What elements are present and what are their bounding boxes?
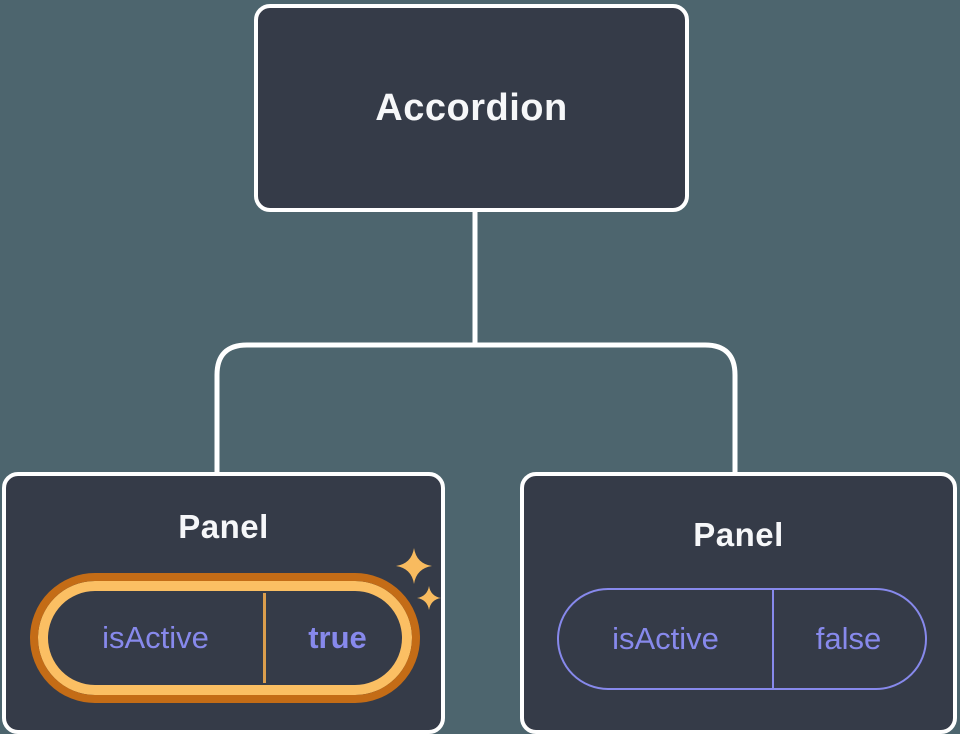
accordion-label: Accordion [375,86,568,129]
panel-label: Panel [693,516,784,553]
sparkle-large [396,548,432,584]
state-value-label: true [308,620,367,655]
state-pill-divider [772,590,774,688]
state-name-label: isActive [612,621,719,656]
state-pill-active: isActive true [30,573,420,703]
connector-branch [214,342,738,473]
state-name-label: isActive [102,620,209,655]
state-value-label: false [815,621,882,656]
state-pill-divider [263,593,266,683]
panel-label: Panel [178,508,269,545]
panel-node-inactive: Panel isActive false [520,472,957,734]
panel-node-active: Panel isActive true [2,472,445,734]
sparkle-small [417,586,441,610]
accordion-node: Accordion [254,4,689,212]
state-pill-inactive: isActive false [557,588,927,690]
